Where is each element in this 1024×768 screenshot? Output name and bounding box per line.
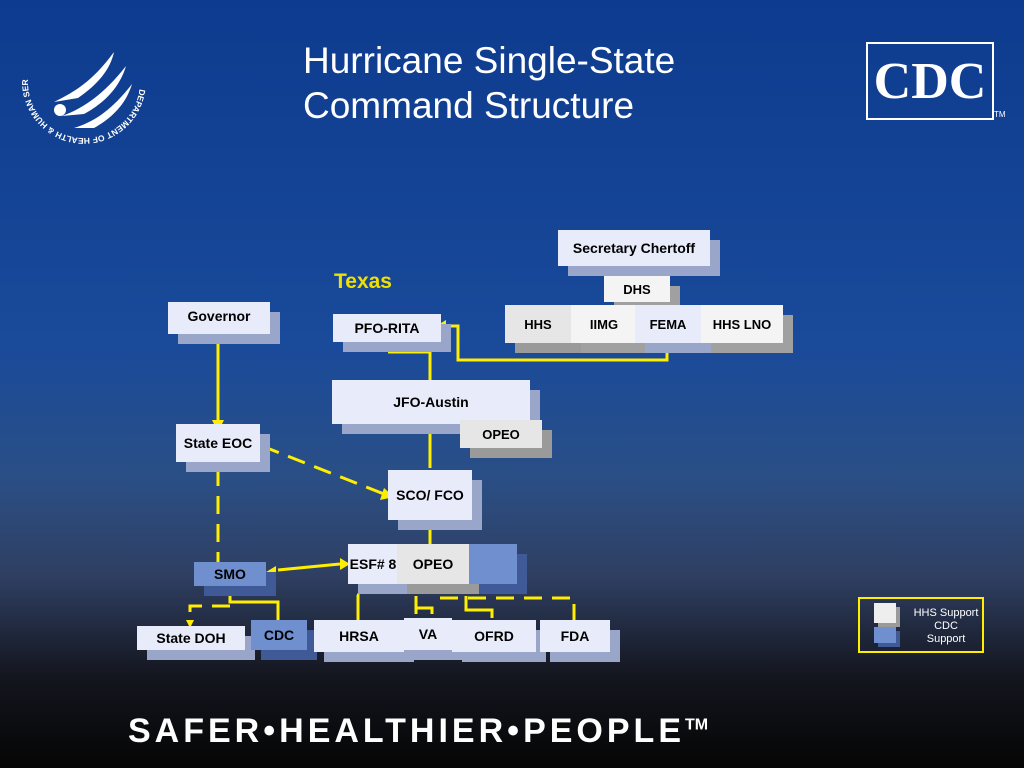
- box-governor: Governor: [168, 302, 270, 334]
- box-sco-fco: SCO/ FCO: [388, 470, 472, 520]
- cdc-logo-text: CDC: [873, 52, 987, 110]
- box-pfo-rita: PFO-RITA: [333, 314, 441, 342]
- legend-swatch-cdc-support: [874, 627, 896, 643]
- box-dhs: DHS: [604, 276, 670, 302]
- box-ofrd: OFRD: [452, 620, 536, 652]
- box-iimg: IIMG: [571, 305, 637, 343]
- legend-hhs-support: HHS Support: [913, 607, 979, 619]
- legend-cdc: CDC: [934, 620, 958, 632]
- legend-support: Support: [926, 633, 966, 645]
- box-opeo-jfo: OPEO: [460, 420, 542, 448]
- box-jfo-austin: JFO-Austin: [332, 380, 530, 424]
- box-fda: FDA: [540, 620, 610, 652]
- box-secretary-chertoff: Secretary Chertoff: [558, 230, 710, 266]
- box-hhs: HHS: [505, 305, 571, 343]
- box-va: VA: [404, 618, 452, 650]
- box-fema: FEMA: [635, 305, 701, 343]
- hhs-seal-logo: DEPARTMENT OF HEALTH & HUMAN SERVICES·US…: [14, 12, 148, 146]
- cdc-logo: CDC: [866, 42, 994, 120]
- box-opeo-esf: OPEO: [397, 544, 469, 584]
- box-state-doh: State DOH: [137, 626, 245, 650]
- legend-text: HHS Support CDC Support: [908, 607, 984, 646]
- box-cdc-support-esf: [469, 544, 517, 584]
- box-hhs-lno: HHS LNO: [701, 305, 783, 343]
- box-hrsa: HRSA: [314, 620, 404, 652]
- footer-tm: TM: [685, 716, 709, 734]
- region-label-texas: Texas: [334, 270, 392, 293]
- footer-tagline: SAFER•HEALTHIER•PEOPLETM: [128, 712, 708, 751]
- box-cdc: CDC: [251, 620, 307, 650]
- footer-tagline-text: SAFER•HEALTHIER•PEOPLE: [128, 712, 685, 750]
- title-line-2: Command Structure: [303, 85, 635, 126]
- box-esf8: ESF# 8: [348, 544, 398, 584]
- box-smo: SMO: [194, 562, 266, 586]
- page-title: Hurricane Single-State Command Structure: [303, 38, 675, 128]
- legend-swatch-hhs-support: [874, 603, 896, 623]
- legend: HHS Support CDC Support: [858, 597, 984, 653]
- cdc-tm-mark: TM: [994, 110, 1006, 119]
- title-line-1: Hurricane Single-State: [303, 40, 676, 81]
- box-state-eoc: State EOC: [176, 424, 260, 462]
